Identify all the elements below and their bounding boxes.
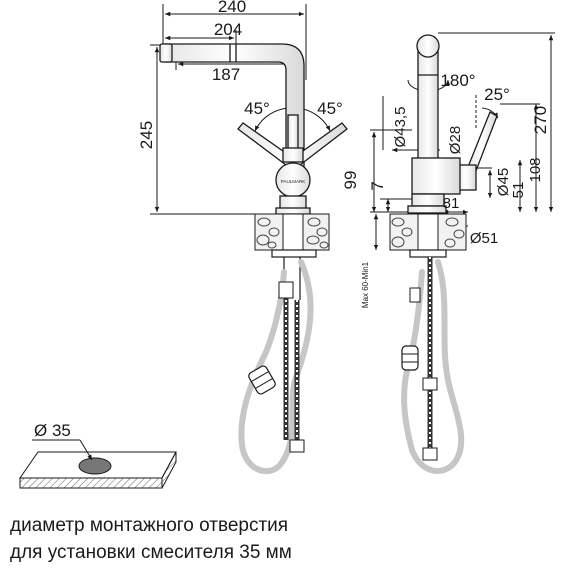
side-countertop [389, 213, 467, 251]
front-logo: PAULMARK [281, 179, 305, 184]
dim-rotation: 180° [440, 71, 475, 90]
dim-angle-right: 45° [317, 99, 343, 118]
caption-line-2: для установки смесителя 35 мм [10, 542, 292, 563]
dim-mount-thickness: Max 60-Min1 [361, 261, 370, 308]
front-supply-hose [278, 281, 305, 453]
side-view [370, 32, 555, 474]
dim-angle-left: 45° [244, 99, 270, 118]
front-hose-weight [248, 365, 276, 395]
dim-height-front: 245 [137, 121, 156, 149]
hole-detail [19, 439, 177, 489]
side-body [407, 157, 461, 214]
front-countertop [254, 213, 330, 251]
hole-detail-plate-side [19, 477, 163, 489]
front-pullout-hose [238, 259, 314, 475]
front-body [275, 147, 311, 215]
dim-height-7: 7 [368, 181, 387, 190]
dim-diameter-base: Ø51 [470, 230, 498, 247]
side-supply-hose [409, 257, 438, 461]
dim-height-99: 99 [341, 171, 360, 190]
dim-offset-81: 81 [443, 195, 460, 212]
dim-handle-angle: 25° [484, 85, 510, 104]
side-spout [416, 34, 440, 160]
dim-diameter-body: Ø43,5 [392, 107, 409, 148]
side-mount-nut [409, 249, 447, 258]
dim-width-total: 240 [218, 0, 246, 16]
dim-height-51: 51 [510, 182, 527, 199]
dim-width-inner: 187 [212, 65, 240, 84]
dim-height-total: 270 [531, 106, 550, 134]
hole-detail-hole [78, 457, 112, 475]
dim-width-spout: 204 [214, 20, 242, 39]
hole-detail-plate-edge [161, 451, 177, 489]
front-view: PAULMARK [150, 4, 348, 475]
hole-diameter-label: Ø 35 [34, 421, 71, 440]
dim-height-108: 108 [527, 157, 544, 182]
caption-line-1: диаметр монтажного отверстия [10, 515, 289, 536]
dim-diameter-spout: Ø28 [447, 126, 464, 154]
side-hose-weight [401, 345, 419, 371]
dim-diameter-45: Ø45 [495, 168, 512, 196]
